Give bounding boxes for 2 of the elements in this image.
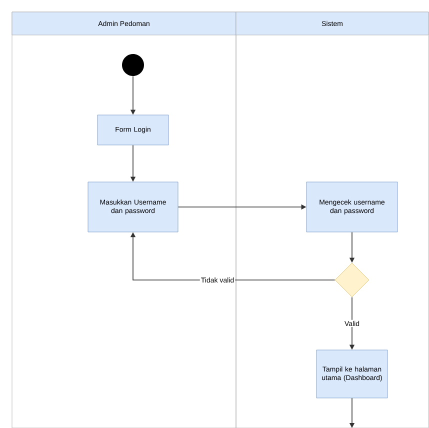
start-node: [122, 54, 144, 76]
decision-diamond: [334, 262, 370, 298]
